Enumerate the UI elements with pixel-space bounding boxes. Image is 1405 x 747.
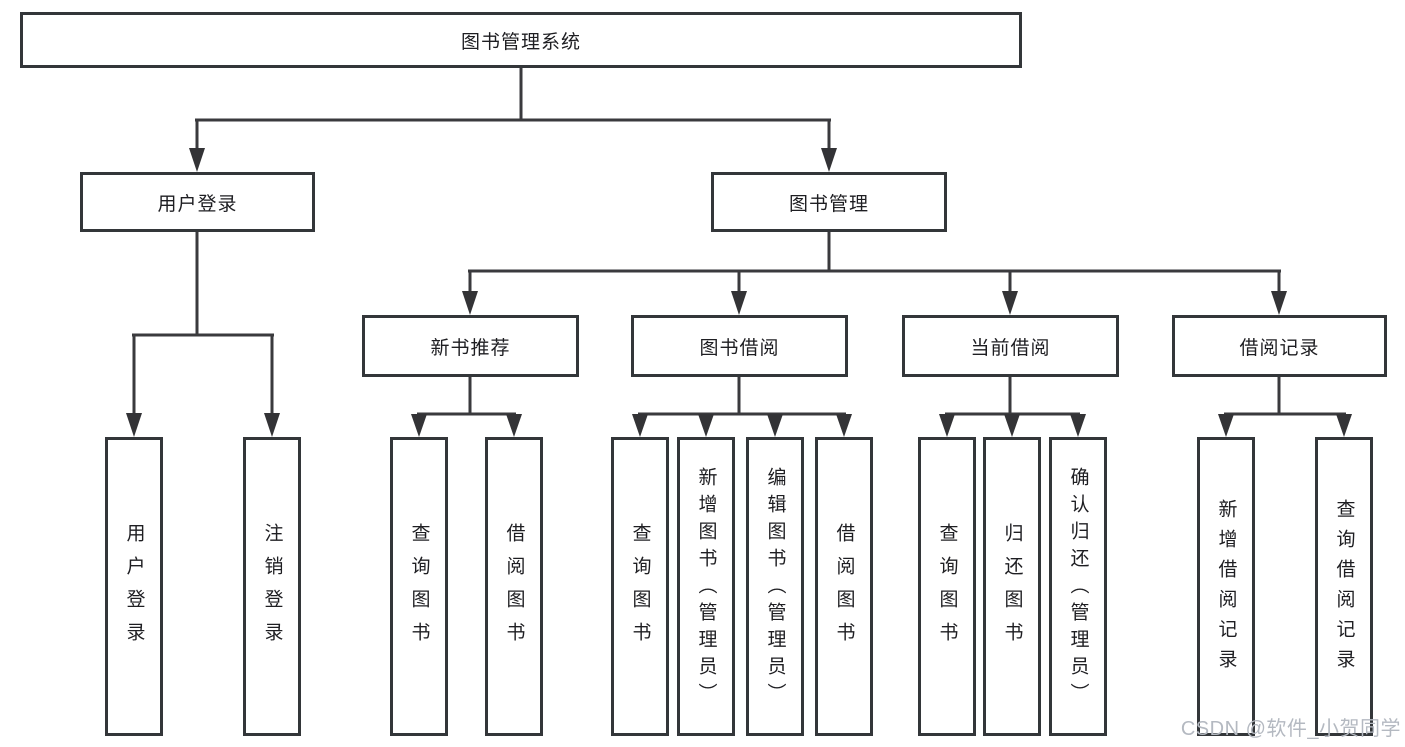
connector-root (189, 68, 837, 172)
arrowhead (1070, 414, 1086, 437)
arrowhead (1002, 291, 1018, 315)
connector-book-management (462, 232, 1287, 315)
node-borrowing-records: 借阅记录 (1172, 315, 1387, 377)
node-library-management-system: 图书管理系统 (20, 12, 1022, 68)
arrowhead (126, 413, 142, 437)
node-edit-books-admin: 编辑图书（管理员） (746, 437, 804, 736)
arrowhead (836, 414, 852, 437)
node-book-borrowing: 图书借阅 (631, 315, 848, 377)
arrowhead (1336, 414, 1352, 437)
csdn-watermark: CSDN @软件_小贺同学 (1180, 718, 1401, 740)
arrowhead (767, 414, 783, 437)
arrowhead (939, 414, 955, 437)
node-current-borrowing: 当前借阅 (902, 315, 1119, 377)
arrowhead (189, 148, 205, 172)
node-confirm-return-admin: 确认归还（管理员） (1049, 437, 1107, 736)
arrowhead (264, 413, 280, 437)
node-query-borrow-record: 查询借阅记录 (1315, 437, 1373, 736)
node-return-books: 归还图书 (983, 437, 1041, 736)
node-borrow-books: 借阅图书 (485, 437, 543, 736)
connector-book-borrowing (632, 377, 852, 437)
node-query-books: 查询图书 (390, 437, 448, 736)
arrowhead (1004, 414, 1020, 437)
node-book-management: 图书管理 (711, 172, 947, 232)
arrowhead (731, 291, 747, 315)
node-add-books-admin: 新增图书（管理员） (677, 437, 735, 736)
arrowhead (632, 414, 648, 437)
connector-new-book-recommend (411, 377, 522, 437)
arrowhead (506, 414, 522, 437)
arrowhead (821, 148, 837, 172)
arrowhead (698, 414, 714, 437)
node-new-book-recommend: 新书推荐 (362, 315, 579, 377)
arrowhead (411, 414, 427, 437)
connector-borrowing-records (1218, 377, 1352, 437)
node-logout: 注销登录 (243, 437, 301, 736)
node-user-login: 用户登录 (80, 172, 315, 232)
arrowhead (462, 291, 478, 315)
node-add-borrow-record: 新增借阅记录 (1197, 437, 1255, 736)
node-borrow-books: 借阅图书 (815, 437, 873, 736)
node-query-books: 查询图书 (918, 437, 976, 736)
node-user-login-leaf: 用户登录 (105, 437, 163, 736)
node-query-books: 查询图书 (611, 437, 669, 736)
arrowhead (1271, 291, 1287, 315)
arrowhead (1218, 414, 1234, 437)
connector-user-login (126, 232, 280, 437)
connector-current-borrowing (939, 377, 1086, 437)
